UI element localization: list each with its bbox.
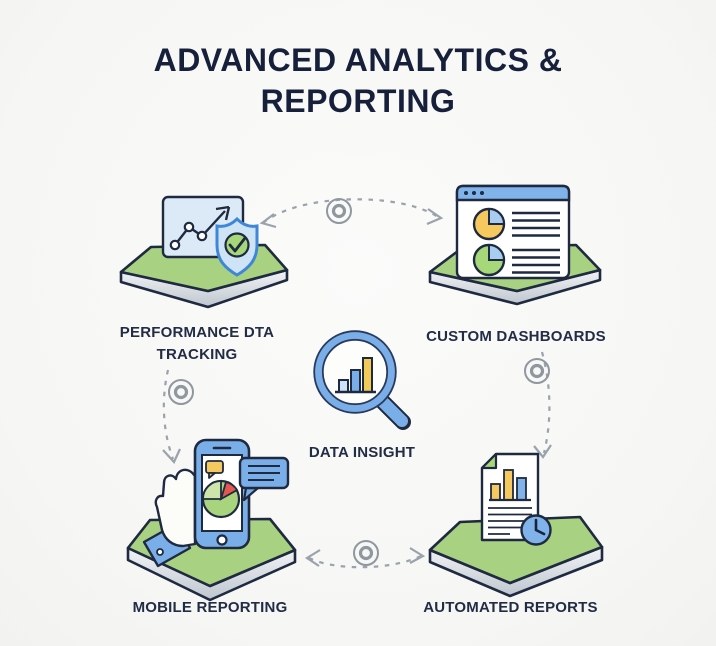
label-custom-dashboards: CUSTOM DASHBOARDS (426, 328, 606, 345)
hexagon-platform (428, 515, 604, 598)
label-data-insight: DATA INSIGHT (308, 444, 416, 461)
clock-icon (520, 514, 552, 546)
arc-right-arrowhead (533, 444, 552, 459)
chat-bubble-icon (205, 460, 224, 479)
browser-window-icon (455, 184, 571, 280)
arc-left (162, 369, 175, 460)
pie-chart-icon (472, 243, 506, 277)
target-icon (524, 358, 550, 384)
bar-chart-icon (335, 357, 376, 394)
arc-bottom (308, 555, 422, 569)
dashboard-window-icon (428, 184, 602, 306)
arc-bottom-arrowhead-left (304, 549, 321, 567)
arc-top-arrowhead-right (426, 208, 444, 226)
text-lines (512, 248, 560, 274)
page-title: ADVANCED ANALYTICS & REPORTING (153, 42, 563, 119)
smartphone-icon (193, 438, 251, 550)
home-button-icon (216, 534, 228, 546)
shield-check-icon (215, 216, 259, 277)
pie-chart-icon (472, 207, 506, 241)
text-lines (512, 211, 560, 237)
hand-phone-pie-chart-icon (126, 438, 297, 602)
bar-chart-icon (489, 469, 531, 502)
label-performance-data-tracking: PERFORMANCE DTA TRACKING (119, 324, 275, 363)
document-clock-icon (428, 452, 604, 598)
label-automated-reports: AUTOMATED REPORTS (423, 599, 598, 616)
target-icon (168, 379, 194, 405)
pie-chart-icon (201, 479, 241, 519)
arc-bottom-arrowhead-right (409, 547, 426, 564)
hand-icon (142, 468, 197, 568)
message-bubble-icon (238, 456, 290, 502)
arc-top-arrowhead-left (259, 213, 277, 229)
target-icon (326, 198, 352, 224)
arc-right (540, 351, 551, 454)
arc-top (262, 198, 439, 224)
arc-left-arrowhead (162, 448, 181, 464)
label-mobile-reporting: MOBILE REPORTING (132, 599, 288, 616)
line-chart-shield-icon (119, 195, 289, 309)
magnifier-bar-chart-icon (313, 330, 411, 430)
report-document-icon (480, 452, 540, 542)
target-icon (353, 540, 379, 566)
